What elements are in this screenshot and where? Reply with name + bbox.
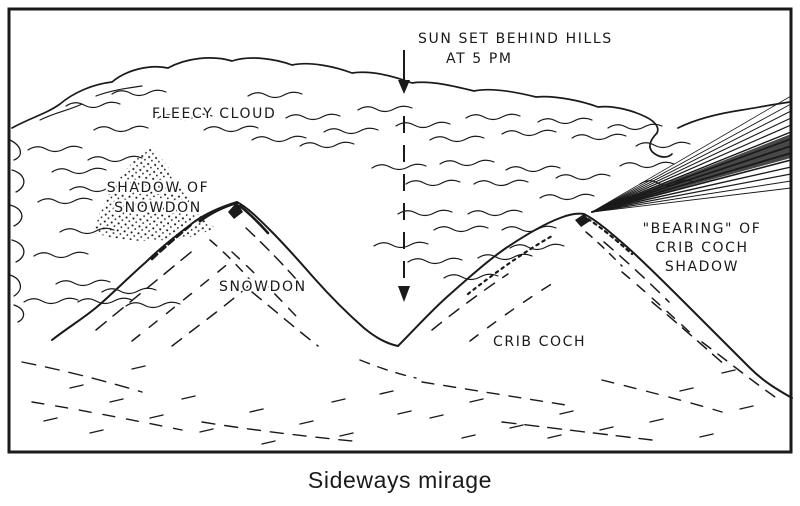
- sun-note-line1: SUN SET BEHIND HILLS: [418, 31, 613, 47]
- snowdon-mountain: [51, 200, 399, 347]
- bearing-label-line1: "BEARING" OF: [643, 221, 762, 237]
- bearing-label-line3: SHADOW: [665, 259, 739, 275]
- sun-note-line2: AT 5 PM: [446, 51, 513, 67]
- shadow-label-line2: SNOWDON: [114, 200, 202, 216]
- fleecy-cloud-label: FLEECY CLOUD: [152, 106, 276, 122]
- crib-coch-hatching: [431, 231, 776, 398]
- snowdon-shadow-stipple: [94, 146, 215, 241]
- crib-coch-label: CRIB COCH: [493, 334, 586, 350]
- figure-caption: Sideways mirage: [308, 467, 492, 493]
- ground-texture: [21, 359, 754, 445]
- cloud-outline: [9, 57, 791, 323]
- snowdon-label: SNOWDON: [219, 279, 307, 295]
- bearing-label-line2: CRIB COCH: [655, 240, 748, 256]
- sun-ray-dashed-arrow: [398, 116, 410, 302]
- crib-coch-mountain: [397, 212, 793, 399]
- crib-coch-peak-shading: [575, 214, 590, 227]
- shadow-bearing-rays: [591, 95, 792, 213]
- arrowhead: [398, 286, 410, 302]
- sun-arrow-solid: [398, 50, 410, 94]
- shadow-label-line1: SHADOW OF: [107, 180, 210, 196]
- arrowhead: [398, 80, 410, 94]
- snowdon-hatching: [95, 227, 319, 347]
